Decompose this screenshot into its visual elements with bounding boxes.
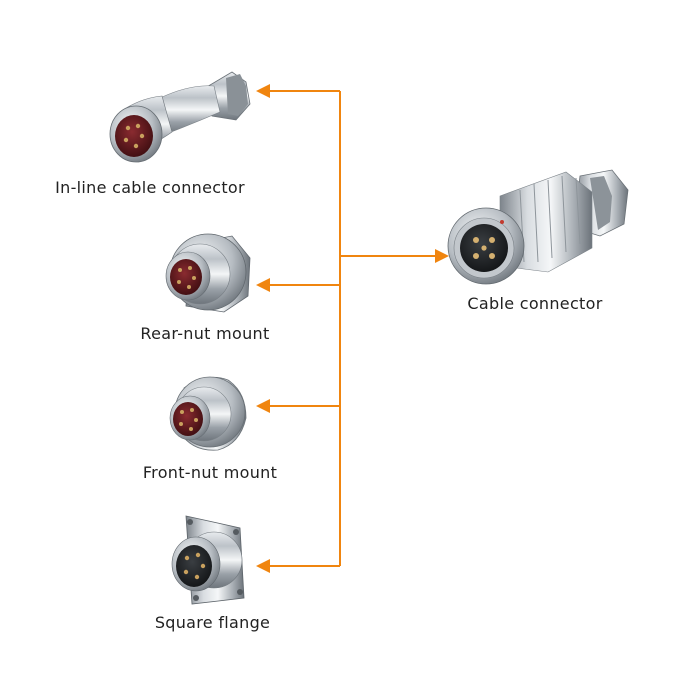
rear-nut-mount-icon xyxy=(165,233,251,313)
label-cable-connector: Cable connector xyxy=(467,294,603,313)
cable-connector-icon xyxy=(447,169,629,285)
square-flange-icon xyxy=(171,515,245,605)
front-nut-mount-icon xyxy=(169,376,247,451)
label-inline-cable-connector: In-line cable connector xyxy=(55,178,245,197)
label-front-nut-mount: Front-nut mount xyxy=(142,463,278,482)
arrow-inline-icon xyxy=(256,84,270,98)
label-rear-nut-mount: Rear-nut mount xyxy=(140,324,270,343)
arrow-rear-icon xyxy=(256,278,270,292)
inline-cable-connector-icon xyxy=(109,71,251,163)
arrow-square-icon xyxy=(256,559,270,573)
arrow-front-icon xyxy=(256,399,270,413)
label-square-flange: Square flange xyxy=(154,613,271,632)
arrow-hub-icon xyxy=(435,249,449,263)
connector-lines xyxy=(268,90,436,567)
arrowheads xyxy=(256,84,449,573)
